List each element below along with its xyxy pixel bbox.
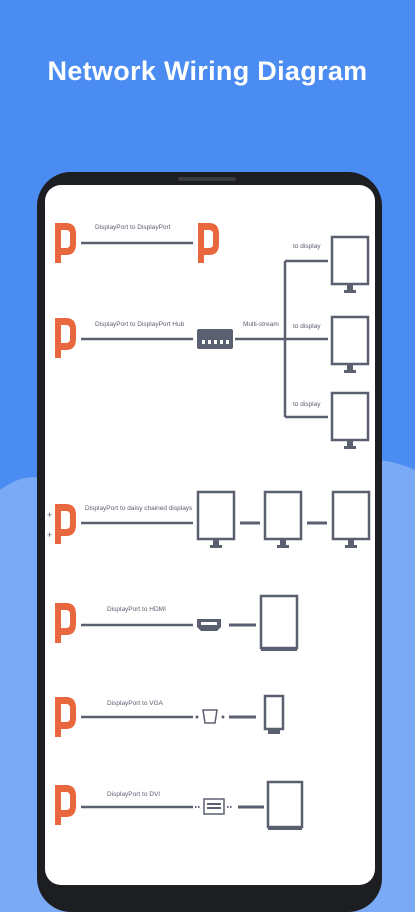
wiring-diagram: DisplayPort to DisplayPort DisplayPort t…: [47, 223, 371, 830]
page-title: Network Wiring Diagram: [47, 56, 368, 86]
monitor-icon: [266, 780, 304, 830]
displayport-logo-icon: [55, 318, 76, 358]
row-label: DisplayPort to daisy chained displays: [85, 505, 193, 512]
row-label: DisplayPort to DVI: [107, 791, 160, 798]
output-label: to display: [293, 401, 321, 408]
row-label: DisplayPort to DisplayPort Hub: [95, 321, 185, 328]
output-label: to display: [293, 323, 321, 330]
plus-icon: +: [47, 510, 52, 520]
dvi-connector-icon: [203, 798, 225, 815]
row-label: DisplayPort to HDMI: [107, 606, 166, 613]
displayport-logo-icon: [198, 223, 219, 263]
phone-screen: DisplayPort to DisplayPort DisplayPort t…: [45, 185, 375, 885]
row-dp-to-dp: DisplayPort to DisplayPort: [55, 223, 219, 263]
output-label: to display: [293, 243, 321, 250]
row-dp-to-dvi: DisplayPort to DVI: [55, 780, 304, 830]
displayport-logo-icon: [55, 785, 76, 825]
row-dp-to-vga: DisplayPort to VGA: [55, 694, 285, 737]
displayport-logo-icon: [55, 504, 76, 544]
monitor-icon: [330, 315, 370, 375]
displayport-logo-icon: [55, 697, 76, 737]
monitor-icon: [331, 490, 371, 550]
row-dp-to-hub: DisplayPort to DisplayPort Hub Multi-str…: [55, 235, 370, 451]
monitor-icon: [263, 490, 303, 550]
row-daisy-chain: + + DisplayPort to daisy chained display…: [47, 490, 371, 550]
monitor-icon: [330, 391, 370, 451]
row-dp-to-hdmi: DisplayPort to HDMI: [55, 594, 299, 651]
vga-connector-icon: [202, 709, 218, 724]
displayport-logo-icon: [55, 603, 76, 643]
plus-icon: +: [47, 530, 52, 540]
hub-label: Multi-stream: [243, 321, 279, 328]
monitor-icon: [330, 235, 370, 295]
monitor-icon: [263, 694, 285, 734]
monitor-icon: [196, 490, 236, 550]
hub-icon: [197, 329, 233, 349]
displayport-logo-icon: [55, 223, 76, 263]
row-label: DisplayPort to VGA: [107, 700, 164, 707]
tv-icon: [259, 594, 299, 651]
hdmi-connector-icon: [197, 619, 221, 631]
row-label: DisplayPort to DisplayPort: [95, 224, 171, 231]
phone-speaker: [178, 177, 236, 181]
